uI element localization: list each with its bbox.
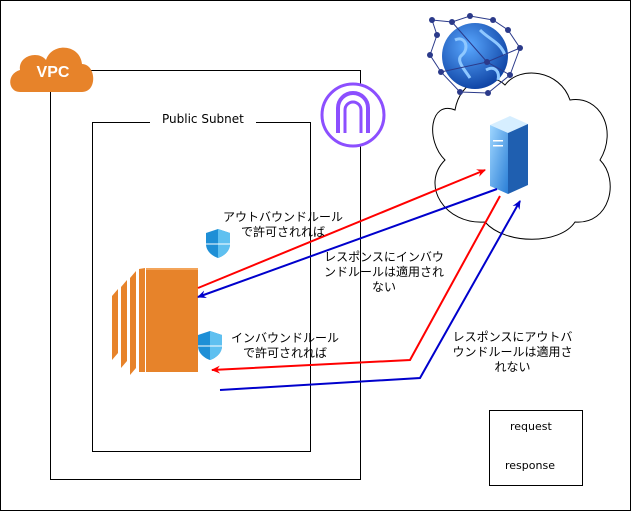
legend	[489, 410, 583, 486]
subnet-label: Public Subnet	[150, 112, 256, 126]
security-group-shield-icon	[198, 331, 222, 360]
internet-gateway-icon	[320, 82, 386, 148]
vpc-label: VPC	[36, 64, 70, 81]
request-arrow-outbound	[197, 169, 486, 289]
caption-response-no-inbound: レスポンスにインバウ ンドルールは適用され ない	[323, 250, 444, 294]
response-arrow-inbound	[219, 200, 521, 391]
security-group-shield-icon	[206, 229, 230, 258]
legend-response-label: response	[505, 459, 555, 472]
request-arrow-inbound	[211, 195, 501, 374]
legend-request-label: request	[510, 420, 552, 433]
response-arrow-outbound	[197, 188, 498, 299]
caption-outbound-allowed: アウトバウンドルール で許可されれば	[222, 210, 343, 239]
caption-response-no-outbound: レスポンスにアウトバ ウンドルールは適用さ れない	[452, 330, 573, 374]
ec2-instance-icon	[112, 268, 198, 375]
server-icon	[490, 116, 528, 194]
vpc-boundary	[50, 70, 361, 480]
caption-inbound-allowed: インバウンドルール で許可されれば	[230, 331, 339, 360]
globe-icon	[427, 13, 523, 96]
vpc-cloud-icon	[10, 47, 94, 92]
